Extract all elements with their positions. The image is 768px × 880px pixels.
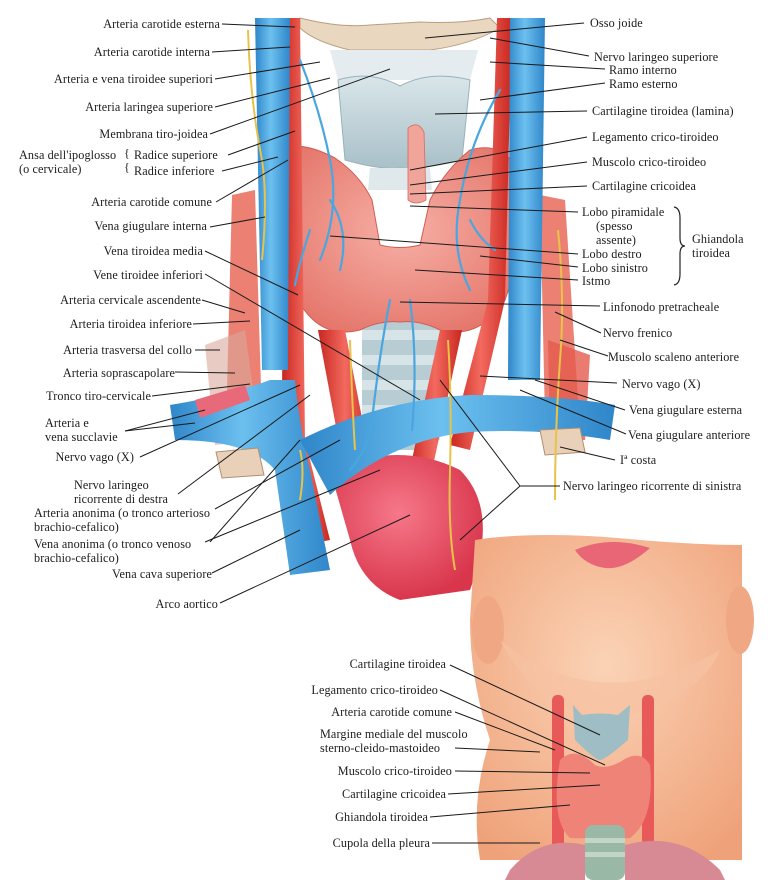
label-inset-margine-mediale: Margine mediale del muscolo sterno-cleid… — [320, 727, 468, 755]
main-dissection — [170, 17, 615, 600]
ghiandola-line2: tiroidea — [692, 246, 731, 260]
label-tronco-tiro-cervicale: Tronco tiro-cervicale — [46, 389, 151, 403]
label-vene-tiroidee-inferiori: Vene tiroidee inferiori — [93, 268, 203, 282]
ansa-ipoglosso-line1: Ansa dell'ipoglosso — [19, 148, 117, 162]
ricorrente-dx-line2: ricorrente di destra — [74, 492, 169, 506]
label-nervo-vago-sx: Nervo vago (X) — [622, 377, 701, 391]
label-arteria-vena-succlavie: Arteria e vena succlavie — [45, 416, 118, 444]
label-arteria-carotide-comune: Arteria carotide comune — [91, 195, 212, 209]
label-nervo-laringeo-superiore: Nervo laringeo superiore — [594, 50, 719, 64]
label-membrana-tiro-joidea: Membrana tiro-joidea — [99, 127, 208, 141]
label-prima-costa: Iª costa — [620, 453, 657, 467]
succlavie-line2: vena succlavie — [45, 430, 118, 444]
label-radice-superiore: Radice superiore — [134, 148, 218, 162]
label-vena-anonima: Vena anonima (o tronco venoso brachio-ce… — [34, 537, 191, 565]
ghiandola-line1: Ghiandola — [692, 232, 744, 246]
label-lobo-sinistro: Lobo sinistro — [582, 261, 648, 275]
lobo-piramidale-line2: (spesso — [596, 219, 633, 233]
label-ramo-interno: Ramo interno — [609, 63, 677, 77]
label-inset-ghiandola-tiroidea: Ghiandola tiroidea — [335, 810, 428, 824]
label-inset-muscolo-crico-tiroideo: Muscolo crico-tiroideo — [337, 764, 452, 778]
label-muscolo-scaleno-anteriore: Muscolo scaleno anteriore — [608, 350, 740, 364]
label-arco-aortico: Arco aortico — [155, 597, 218, 611]
label-vena-tiroidea-media: Vena tiroidea media — [103, 244, 203, 258]
label-arteria-laringea-superiore: Arteria laringea superiore — [85, 100, 213, 114]
ricorrente-dx-line1: Nervo laringeo — [74, 478, 149, 492]
lobo-piramidale-line3: assente) — [596, 233, 637, 247]
ansa-brace-icon: {{ — [124, 146, 130, 174]
label-legamento-crico-tiroideo: Legamento crico-tiroideo — [592, 130, 719, 144]
margine-line2: sterno-cleido-mastoideo — [320, 741, 441, 755]
label-arteria-trasversa-collo: Arteria trasversa del collo — [63, 343, 192, 357]
label-linfonodo-pretracheale: Linfonodo pretracheale — [603, 300, 720, 314]
label-arteria-soprascapolare: Arteria soprascapolare — [62, 366, 175, 380]
lobo-piramidale-line1: Lobo piramidale — [582, 205, 665, 219]
label-inset-cartilagine-tiroidea: Cartilagine tiroidea — [349, 657, 446, 671]
label-vena-giugulare-interna: Vena giugulare interna — [94, 219, 207, 233]
succlavie-line1: Arteria e — [45, 416, 89, 430]
label-nervo-laringeo-ricorrente-destra: Nervo laringeo ricorrente di destra — [74, 478, 168, 506]
label-nervo-laringeo-ricorrente-sinistra: Nervo laringeo ricorrente di sinistra — [563, 479, 742, 493]
label-inset-legamento-crico-tiroideo: Legamento crico-tiroideo — [311, 683, 438, 697]
label-lobo-destro: Lobo destro — [582, 247, 642, 261]
label-osso-joide: Osso joide — [590, 16, 643, 30]
label-istmo: Istmo — [582, 274, 611, 288]
label-ansa-ipoglosso: Ansa dell'ipoglosso (o cervicale) — [19, 148, 116, 176]
label-cartilagine-cricoidea: Cartilagine cricoidea — [592, 179, 696, 193]
vena-anonima-line1: Vena anonima (o tronco venoso — [34, 537, 192, 551]
margine-line1: Margine mediale del muscolo — [320, 727, 468, 741]
label-vena-cava-superiore: Vena cava superiore — [111, 567, 212, 581]
label-inset-cartilagine-cricoidea: Cartilagine cricoidea — [342, 787, 446, 801]
label-radice-inferiore: Radice inferiore — [134, 164, 215, 178]
thyroid-group-brace-icon — [673, 206, 686, 286]
label-vena-giugulare-anteriore: Vena giugulare anteriore — [628, 428, 751, 442]
label-arteria-tiroidea-inferiore: Arteria tiroidea inferiore — [69, 317, 192, 331]
arteria-anonima-line1: Arteria anonima (o tronco arterioso — [34, 506, 211, 520]
label-arteria-carotide-interna: Arteria carotide interna — [93, 45, 210, 59]
leader-lines — [124, 22, 627, 844]
label-arteria-cervicale-ascendente: Arteria cervicale ascendente — [60, 293, 201, 307]
label-muscolo-crico-tiroideo: Muscolo crico-tiroideo — [592, 155, 707, 169]
label-inset-arteria-carotide-comune: Arteria carotide comune — [331, 705, 452, 719]
ansa-ipoglosso-line2: (o cervicale) — [19, 162, 82, 176]
label-ghiandola-tiroidea-group: Ghiandola tiroidea — [692, 232, 744, 260]
label-vena-giugulare-esterna: Vena giugulare esterna — [629, 403, 743, 417]
label-arteria-carotide-esterna: Arteria carotide esterna — [103, 17, 220, 31]
arteria-anonima-line2: brachio-cefalico) — [34, 520, 119, 534]
label-nervo-vago-dx: Nervo vago (X) — [55, 450, 134, 464]
label-cartilagine-tiroidea-lamina: Cartilagine tiroidea (lamina) — [592, 104, 734, 118]
label-inset-cupola-pleura: Cupola della pleura — [332, 836, 430, 850]
label-ramo-esterno: Ramo esterno — [609, 77, 678, 91]
label-lobo-piramidale: Lobo piramidale (spesso assente) — [582, 205, 664, 247]
vena-anonima-line2: brachio-cefalico) — [34, 551, 119, 565]
inset-neck-illustration — [470, 535, 754, 880]
label-nervo-frenico: Nervo frenico — [603, 326, 673, 340]
label-arteria-anonima: Arteria anonima (o tronco arterioso brac… — [34, 506, 210, 534]
label-arteria-vena-tiroidee-superiori: Arteria e vena tiroidee superiori — [54, 72, 213, 86]
